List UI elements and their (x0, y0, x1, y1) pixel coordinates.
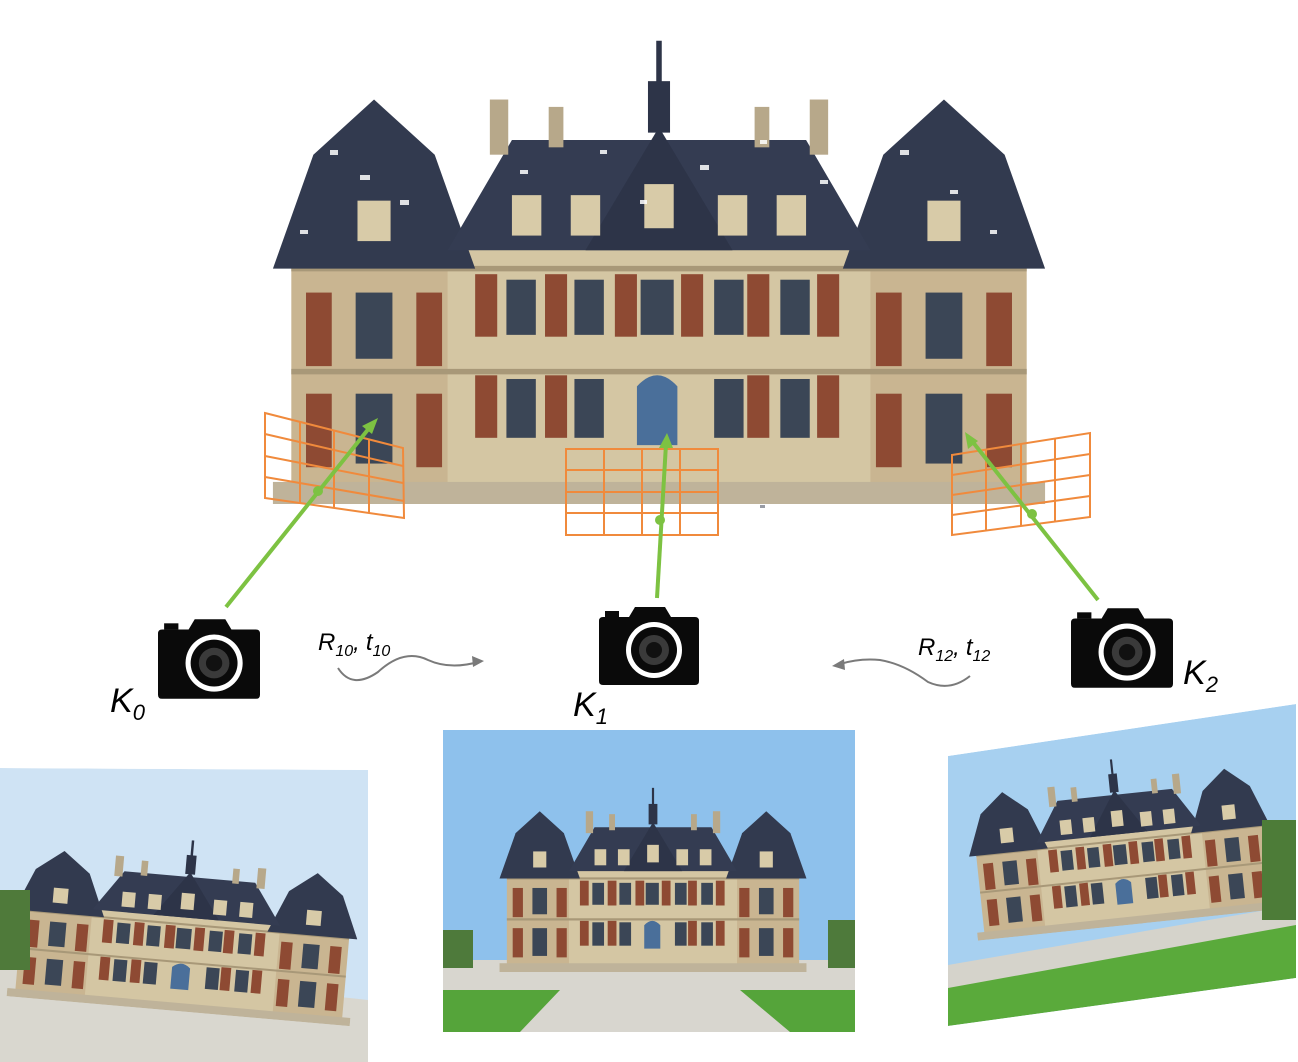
photo-view-k1 (443, 730, 855, 1032)
photo-view-k0 (0, 768, 368, 1062)
ray-k2 (965, 432, 1100, 602)
ray-k0 (224, 418, 378, 609)
camera-k1 (599, 607, 699, 685)
camera-label-k0: K0 (110, 682, 146, 725)
photo-view-k2 (948, 704, 1296, 1026)
projection-rays (224, 418, 1100, 609)
camera-label-k1: K1 (573, 686, 608, 729)
point-cloud-reconstruction (273, 41, 1045, 508)
camera-label-k2: K2 (1183, 654, 1218, 697)
camera-icon (158, 619, 260, 699)
camera-icon (1071, 608, 1173, 688)
camera-icon (599, 607, 699, 685)
ray-k1 (655, 433, 673, 599)
pose-label-12: R12,t12 (918, 634, 990, 665)
pose-arrow-10 (337, 655, 484, 681)
pose-arrow-12 (832, 658, 971, 687)
pose-label-10: R10,t10 (318, 629, 390, 660)
camera-k2 (1071, 608, 1173, 688)
camera-k0 (158, 619, 260, 699)
image-plane-grid-k1 (565, 448, 719, 536)
